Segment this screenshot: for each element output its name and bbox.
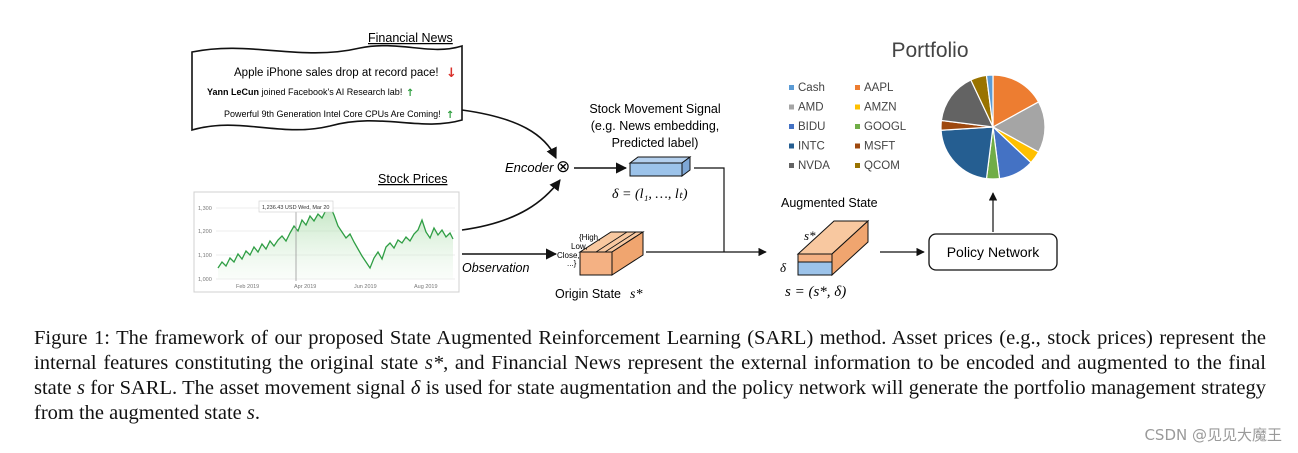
- svg-text:Yann LeCun joined Facebook's A: Yann LeCun joined Facebook's AI Research…: [207, 87, 402, 97]
- feature-label: Low,: [571, 242, 587, 251]
- legend-label: Cash: [798, 82, 825, 94]
- legend-label: BIDU: [798, 121, 825, 133]
- legend-label: QCOM: [864, 160, 900, 172]
- financial-news-card: Financial News Apple iPhone sales drop a…: [191, 31, 463, 132]
- legend-swatch: [789, 85, 794, 90]
- watermark: CSDN @见见大魔王: [1144, 426, 1282, 444]
- news-item-1: Apple iPhone sales drop at record pace!: [234, 67, 439, 79]
- x-tick-label: Jun 2019: [354, 284, 377, 290]
- signal-title-line: Predicted label): [612, 136, 699, 150]
- legend-swatch: [789, 124, 794, 129]
- signal-formula: δ = (l₁, …, lₜ): [612, 187, 688, 202]
- tensor-product-icon: ⊗: [556, 157, 570, 177]
- prices-title: Stock Prices: [378, 172, 447, 186]
- caption-text: Figure 1: The framework of our proposed …: [34, 327, 1266, 374]
- signal-vector: [629, 162, 683, 177]
- pie-slice: [991, 101, 1046, 153]
- news-item-2-bold: Yann LeCun: [207, 87, 259, 97]
- up-arrow-icon: ↑: [446, 110, 454, 121]
- caption-math: δ: [410, 377, 421, 399]
- legend-swatch: [789, 143, 794, 149]
- legend-swatch: [855, 163, 860, 168]
- observation-label: Observation: [462, 261, 529, 275]
- y-tick-label: 1,000: [198, 277, 212, 283]
- news-title: Financial News: [368, 31, 453, 45]
- down-arrow-icon: ↓: [446, 66, 457, 81]
- news-item-2: joined Facebook's AI Research lab!: [259, 87, 402, 97]
- caption-math: s: [76, 377, 85, 399]
- figure-caption: Figure 1: The framework of our proposed …: [34, 326, 1266, 426]
- legend-label: GOOGL: [864, 121, 907, 133]
- legend-label: AAPL: [864, 82, 894, 94]
- origin-state: Observation {High, Low, Close, ...} Orig…: [462, 231, 767, 302]
- signal-title-line: (e.g. News embedding,: [591, 119, 720, 133]
- news-item-3: Powerful 9th Generation Intel Core CPUs …: [224, 109, 441, 119]
- pie-slice: [985, 74, 994, 128]
- y-tick-label: 1,200: [198, 229, 212, 235]
- legend-label: MSFT: [864, 141, 895, 153]
- portfolio: Portfolio Cash AAPL AMD AMZN BIDU GOOGL INTC MS…: [789, 39, 1046, 180]
- portfolio-legend: Cash AAPL AMD AMZN BIDU GOOGL INTC MSFT NVDA QCOM: [789, 82, 907, 172]
- price-tooltip: 1,236.43 USD Wed, Mar 20: [262, 205, 329, 211]
- feature-label: ...}: [567, 259, 577, 268]
- caption-text: , and Financial News represent the exter…: [34, 352, 1266, 399]
- legend-swatch: [789, 163, 794, 168]
- up-arrow-icon: ↑: [406, 88, 414, 99]
- feature-label: Close,: [557, 251, 580, 260]
- augmented-s-star: s*: [804, 228, 816, 243]
- policy-network: Policy Network: [928, 192, 1058, 271]
- augmented-signal-block: [797, 261, 833, 276]
- caption-text: for SARL. The asset movement signal: [84, 377, 411, 399]
- feature-label: {High,: [579, 233, 600, 242]
- caption-text: .: [254, 402, 261, 424]
- policy-network-label: Policy Network: [947, 244, 1041, 260]
- legend-swatch: [855, 143, 860, 149]
- portfolio-pie-chart: [940, 74, 1046, 180]
- augmented-formula: s = (s*, δ): [785, 284, 846, 300]
- legend-label: AMZN: [864, 102, 897, 114]
- legend-swatch: [855, 104, 860, 110]
- x-tick-label: Apr 2019: [294, 284, 316, 290]
- legend-label: INTC: [798, 141, 825, 153]
- x-tick-label: Feb 2019: [236, 284, 259, 290]
- encoder-label: Encoder: [505, 160, 554, 175]
- pie-slice: [940, 79, 995, 128]
- augmented-state: Augmented State s* δ s = (s*, δ): [780, 196, 925, 300]
- legend-swatch: [855, 124, 860, 129]
- x-tick-label: Aug 2019: [414, 284, 438, 290]
- pie-slice: [992, 74, 1040, 129]
- origin-state-label: Origin State: [555, 287, 621, 301]
- y-tick-label: 1,300: [198, 206, 212, 212]
- origin-state-block: [579, 251, 613, 276]
- stock-prices-card: Stock Prices 1,300 1,200 1,100 1,000 1,2…: [193, 172, 460, 293]
- y-tick-label: 1,100: [198, 253, 212, 259]
- legend-label: AMD: [798, 102, 824, 114]
- movement-signal: Stock Movement Signal (e.g. News embeddi…: [589, 102, 725, 252]
- augmented-delta: δ: [780, 260, 787, 275]
- origin-state-symbol: s*: [630, 287, 642, 302]
- legend-swatch: [789, 104, 794, 110]
- caption-math: s*: [424, 352, 444, 374]
- caption-math: s: [246, 402, 255, 424]
- caption-text: is used for state augmentation and the p…: [34, 377, 1267, 424]
- legend-swatch: [855, 85, 860, 90]
- portfolio-title: Portfolio: [891, 39, 968, 62]
- policy-network-box: [928, 233, 1058, 271]
- augmented-title: Augmented State: [781, 196, 878, 210]
- encoder-node: Encoder ⊗: [461, 109, 628, 231]
- pie-slice: [940, 126, 994, 180]
- legend-label: NVDA: [798, 160, 830, 172]
- signal-title-line: Stock Movement Signal: [589, 102, 720, 116]
